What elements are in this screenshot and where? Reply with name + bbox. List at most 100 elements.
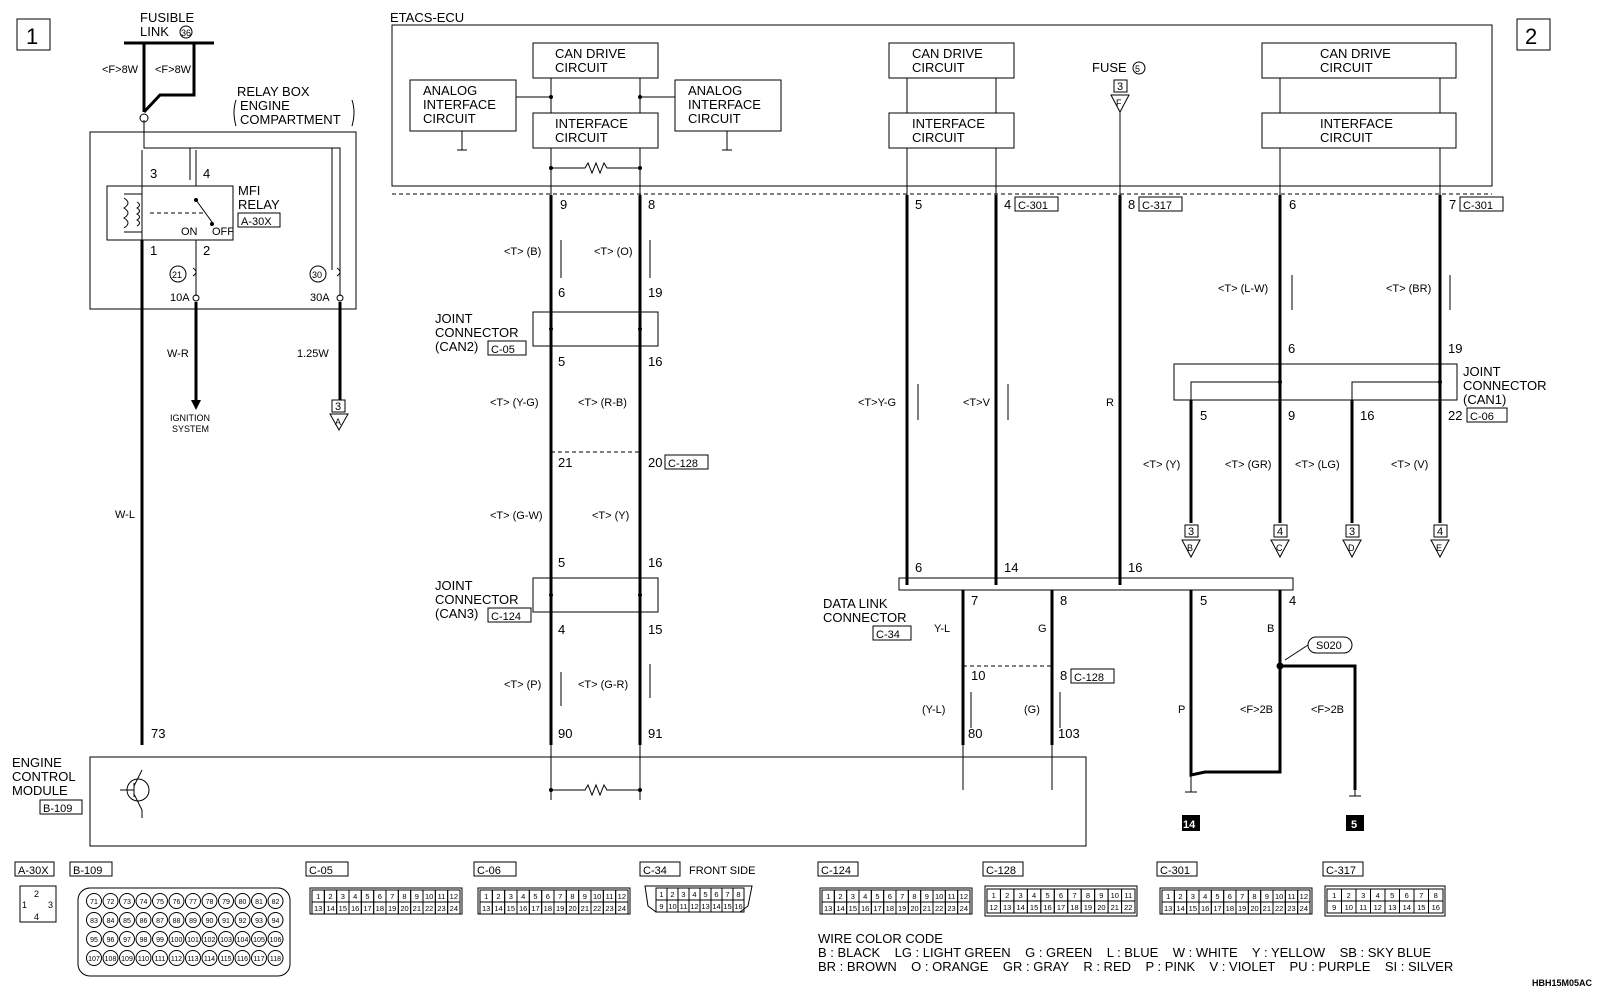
fuse-5-label: FUSE — [1092, 60, 1127, 75]
connector-pin-number: 5 — [1045, 891, 1049, 900]
b-109-pin-number: 91 — [222, 918, 230, 925]
conn-c-34: C-34 — [876, 629, 900, 641]
svg-text:19: 19 — [1448, 341, 1462, 356]
connector-pin-number: 20 — [1097, 903, 1105, 912]
conn-c-06: C-06 — [1470, 411, 1494, 423]
connector-pin-number: 8 — [570, 892, 574, 901]
connector-pin-number: 17 — [1057, 903, 1065, 912]
svg-text:CIRCUIT: CIRCUIT — [912, 60, 965, 75]
pin-73: 73 — [151, 726, 165, 741]
wire-color-code-row-1: B : BLACK LG : LIGHT GREEN G : GREEN L :… — [818, 945, 1431, 960]
b-109-pin-number: 112 — [171, 956, 182, 963]
connector-pin-number: 9 — [583, 892, 587, 901]
svg-text:103: 103 — [1058, 726, 1080, 741]
connector-pin-number: 8 — [736, 890, 740, 899]
connector-pin-number: 6 — [1228, 892, 1232, 901]
connector-pin-number: 3 — [1019, 891, 1023, 900]
connector-pin-number: 20 — [568, 904, 576, 913]
b-109-pin-number: 117 — [253, 956, 264, 963]
connector-pin-number: 12 — [690, 902, 698, 911]
b-109-pin-number: 105 — [253, 937, 265, 944]
connector-pin-number: 6 — [378, 892, 382, 901]
mfi-pin-2: 2 — [203, 243, 210, 258]
svg-text:91: 91 — [648, 726, 662, 741]
svg-text:19: 19 — [648, 285, 662, 300]
svg-text:5: 5 — [1351, 819, 1357, 831]
figure-code: HBH15M05AC — [1532, 978, 1593, 988]
b-109-pin — [218, 912, 234, 928]
svg-text:16: 16 — [1360, 408, 1374, 423]
joint-connector-can1 — [1173, 363, 1458, 401]
b-109-pin-number: 89 — [189, 918, 197, 925]
connector-pin-number: 20 — [400, 904, 408, 913]
connector-pin-number: 12 — [1374, 903, 1382, 912]
b-109-pin — [168, 931, 185, 947]
connector-pin-number: 19 — [1238, 904, 1246, 913]
svg-text:(G): (G) — [1024, 704, 1040, 716]
connector-pin-number: 19 — [556, 904, 564, 913]
connector-pin-cell — [1428, 900, 1444, 914]
b-109-pin-number: 71 — [90, 899, 98, 906]
conn-c-128-a: C-128 — [668, 458, 698, 470]
conn-view-c-128: C-128 — [986, 865, 1016, 877]
interface-circuit-2 — [888, 112, 1015, 149]
connector-pin-number: 21 — [413, 904, 421, 913]
sheet-number-left: 1 — [26, 24, 38, 49]
svg-text:9: 9 — [1288, 408, 1295, 423]
connector-pin-number: 8 — [912, 892, 916, 901]
b-109-pin-number: 108 — [105, 956, 117, 963]
connector-pin-number: 19 — [898, 904, 906, 913]
connector-pin-number: 7 — [390, 892, 394, 901]
connector-pin-number: 23 — [437, 904, 445, 913]
connector-pin-number: 23 — [1287, 904, 1295, 913]
b-109-pin-number: 74 — [140, 899, 148, 906]
connector-pin-number: 16 — [351, 904, 359, 913]
ecm-label: ENGINE — [12, 755, 62, 770]
b-109-pin-number: 73 — [123, 899, 131, 906]
b-109-pin — [135, 893, 152, 909]
connector-pin-number: 12 — [990, 903, 998, 912]
connector-pin-number: 12 — [618, 892, 626, 901]
sheet-number-right: 2 — [1525, 24, 1537, 49]
mfi-pin-1: 1 — [150, 243, 157, 258]
conn-view-c-124: C-124 — [821, 865, 851, 877]
b-109-pin-number: 95 — [90, 937, 98, 944]
b-109-pin — [152, 950, 168, 966]
ecu-pin-9: 9 — [560, 197, 567, 212]
connector-pin-number: 6 — [714, 890, 718, 899]
connector-pin-number: 21 — [1263, 904, 1271, 913]
b-109-pin-number: 93 — [255, 918, 263, 925]
wire-t-lg: <T> (LG) — [1295, 459, 1340, 471]
wire-g: G — [1038, 623, 1047, 635]
svg-text:5: 5 — [1200, 593, 1207, 608]
b-109-pin-number: 106 — [270, 937, 282, 944]
svg-text:(CAN2): (CAN2) — [435, 339, 478, 354]
relay-box-label: RELAY BOX — [237, 84, 310, 99]
connector-pin-number: 2 — [1178, 892, 1182, 901]
connector-pin-number: 9 — [925, 892, 929, 901]
svg-text:CONNECTOR: CONNECTOR — [1463, 378, 1547, 393]
b-109-pin-number: 75 — [156, 899, 164, 906]
b-109-pin-number: 98 — [140, 937, 148, 944]
svg-text:6: 6 — [558, 285, 565, 300]
b-109-pin-number: 113 — [187, 956, 198, 963]
termination-resistor-ecm — [551, 783, 640, 797]
connector-pin-number: 15 — [1417, 903, 1425, 912]
b-109-pin — [119, 912, 135, 928]
b-109-pin-number: 96 — [107, 937, 115, 944]
connector-pin-number: 15 — [849, 904, 857, 913]
can-drive-circuit-1 — [532, 42, 659, 79]
svg-text:10: 10 — [971, 668, 985, 683]
connector-pin-number: 12 — [1300, 892, 1308, 901]
wire-r: R — [1106, 397, 1114, 409]
wire-w-r: W-R — [167, 348, 189, 360]
b-109-pin-number: 111 — [155, 956, 166, 963]
svg-text:ANALOG: ANALOG — [688, 83, 742, 98]
svg-text:8: 8 — [1060, 668, 1067, 683]
b-109-pin — [135, 950, 152, 966]
connector-pin-number: 11 — [1124, 891, 1132, 900]
b-109-pin — [152, 912, 168, 928]
connector-pin-number: 3 — [341, 892, 345, 901]
connector-pin-number: 7 — [1419, 891, 1423, 900]
connector-pin-number: 5 — [1390, 891, 1394, 900]
